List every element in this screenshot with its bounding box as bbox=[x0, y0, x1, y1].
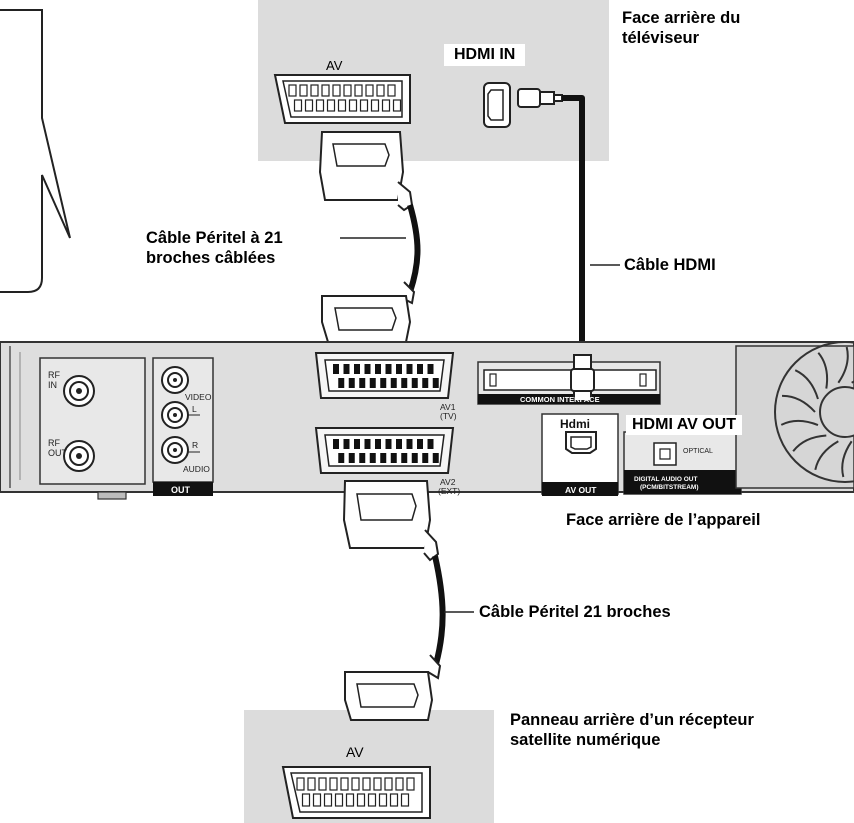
speech-bubble bbox=[0, 9, 71, 293]
hdmi-logo: Hdmi bbox=[560, 417, 590, 431]
hdmi-in-label: HDMI IN bbox=[444, 44, 526, 66]
optical-label: OPTICAL bbox=[683, 448, 713, 455]
out-label: OUT bbox=[171, 485, 191, 495]
av-out-label: AV OUT bbox=[565, 485, 597, 495]
scart-plug-unit-av1 bbox=[321, 281, 416, 343]
recorder-rear-panel bbox=[0, 341, 854, 500]
video-label: VIDEO bbox=[185, 392, 212, 402]
scart-cable-upper bbox=[407, 204, 421, 293]
scart-plug-unit-av2 bbox=[342, 480, 440, 562]
av2-label: AV2(EXT) bbox=[438, 477, 460, 496]
audio-r-label: R bbox=[192, 440, 198, 450]
digital-audio-out-label: DIGITAL AUDIO OUT(PCM/BITSTREAM) bbox=[634, 476, 699, 491]
audio-l-label: L bbox=[192, 404, 197, 414]
hdmi-cable-line bbox=[562, 95, 585, 355]
common-interface-label: COMMON INTERFACE bbox=[520, 395, 600, 404]
tv-hdmi-socket bbox=[483, 82, 511, 128]
audio-label: AUDIO bbox=[183, 464, 210, 474]
scart-plug-satellite bbox=[344, 654, 442, 721]
scart-cable-label: Câble Péritel 21 broches bbox=[479, 603, 671, 621]
tv-av-label: AV bbox=[326, 58, 343, 73]
unit-rear-label: Face arrière de l’appareil bbox=[566, 511, 761, 529]
hdmi-av-out-label: HDMI AV OUT bbox=[626, 415, 742, 435]
satellite-scart-socket bbox=[281, 766, 431, 819]
satellite-av-label: AV bbox=[346, 744, 364, 760]
hdmi-plug-unit bbox=[570, 354, 595, 402]
tv-scart-socket bbox=[273, 74, 411, 124]
scart-cable-lower bbox=[432, 555, 446, 665]
av1-label: AV1(TV) bbox=[440, 402, 457, 421]
scart-plug-tv bbox=[318, 131, 414, 212]
hdmi-cable-label: Câble HDMI bbox=[624, 256, 716, 274]
